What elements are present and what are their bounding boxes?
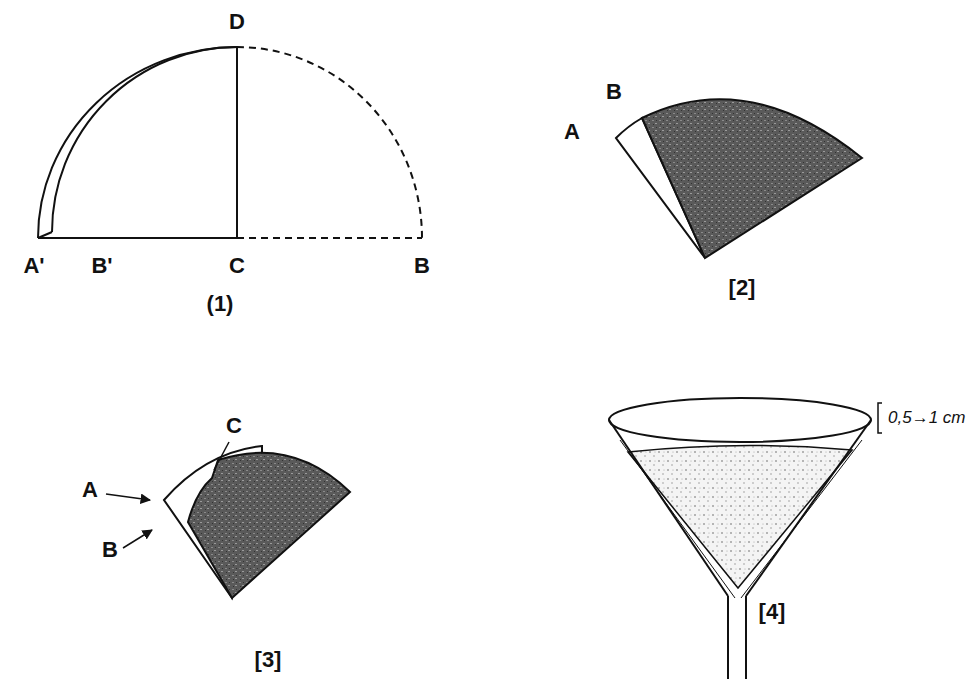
folding-step-2 bbox=[616, 99, 862, 258]
folding-step-3 bbox=[106, 442, 350, 598]
point-letter: C bbox=[226, 414, 242, 438]
folding-step-1 bbox=[38, 47, 422, 238]
point-letter: B' bbox=[91, 254, 112, 278]
point-letter: D bbox=[229, 10, 245, 34]
point-letter: B bbox=[102, 538, 118, 562]
point-letter: C bbox=[229, 254, 245, 278]
dimension-label: 0,5→1 cm bbox=[888, 409, 965, 428]
funnel bbox=[609, 398, 882, 679]
step-number: (1) bbox=[207, 292, 234, 316]
point-letter: B bbox=[606, 80, 622, 104]
step-number: [3] bbox=[255, 648, 282, 672]
step-number: [4] bbox=[759, 600, 786, 624]
point-letter: A bbox=[564, 120, 580, 144]
point-letter: A' bbox=[23, 254, 44, 278]
step-number: [2] bbox=[729, 276, 756, 300]
point-letter: A bbox=[82, 478, 98, 502]
point-letter: B bbox=[414, 254, 430, 278]
